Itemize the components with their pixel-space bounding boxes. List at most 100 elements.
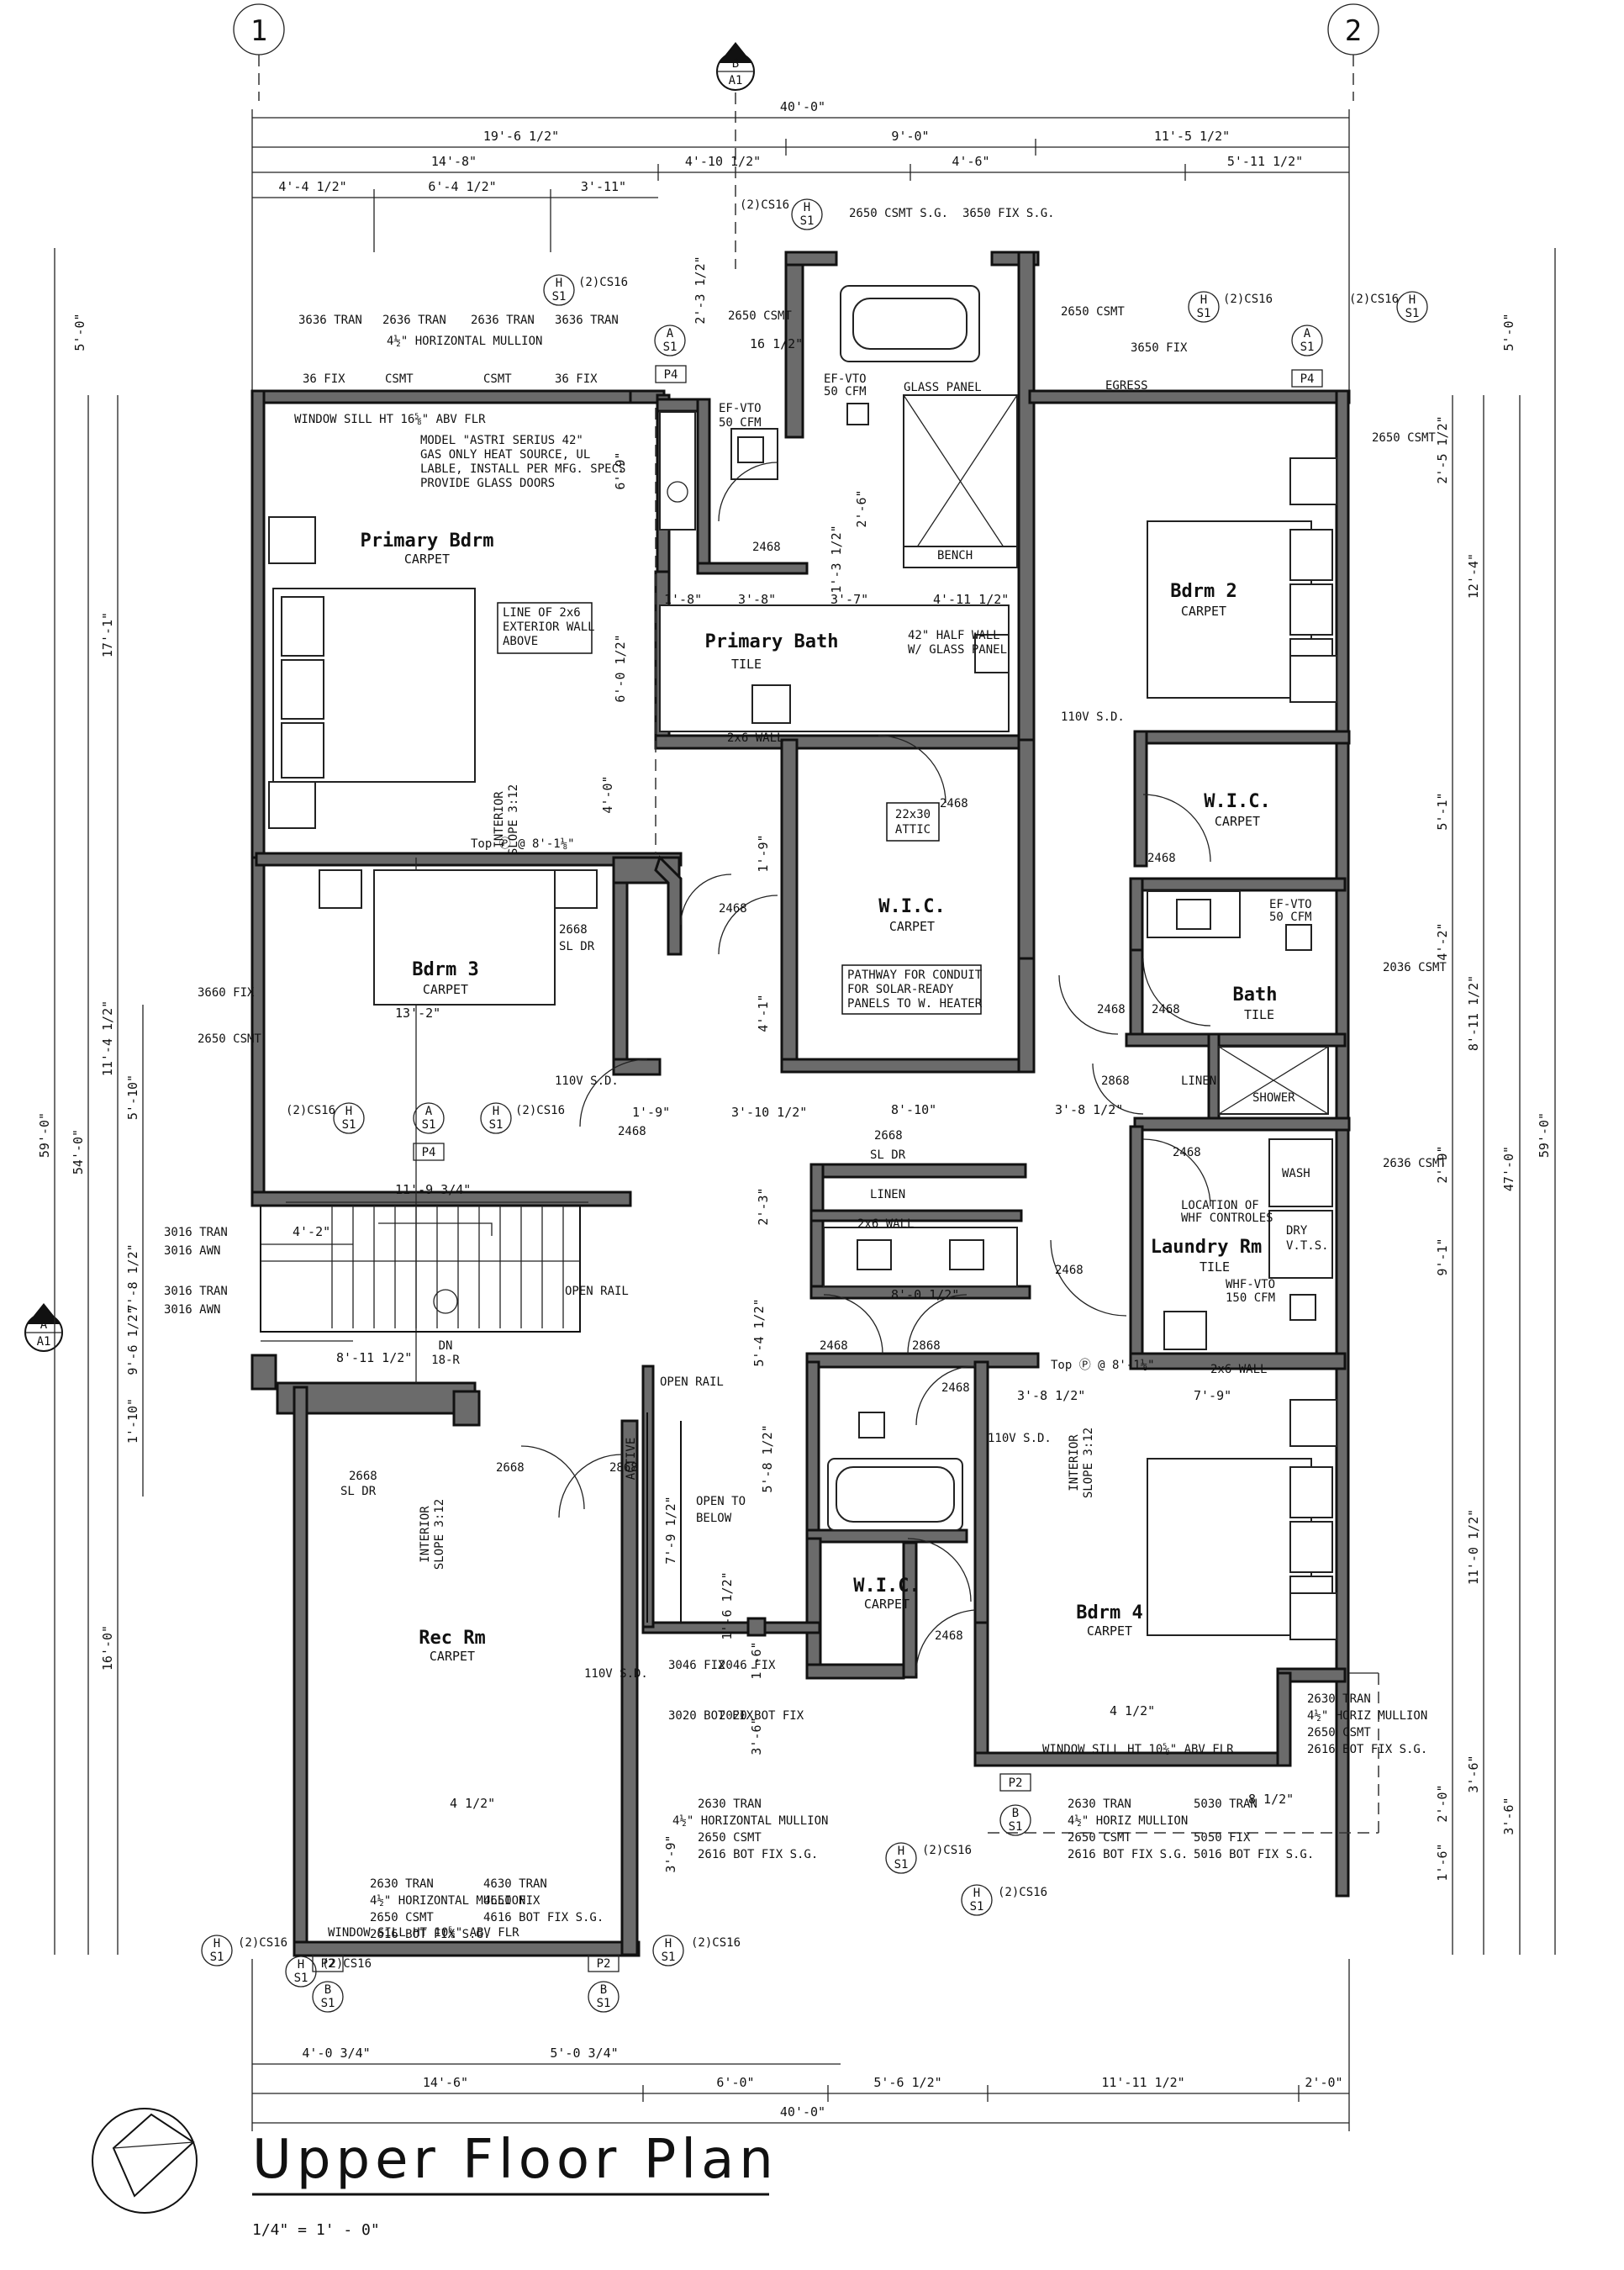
svg-text:8'-10": 8'-10" (891, 1102, 936, 1117)
section-marker-left: A A1 (24, 1303, 63, 1352)
svg-text:5'-4 1/2": 5'-4 1/2" (751, 1298, 767, 1366)
svg-text:5050 FIX: 5050 FIX (1194, 1831, 1251, 1845)
svg-text:OPEN RAIL: OPEN RAIL (565, 1285, 629, 1298)
svg-text:S1: S1 (662, 1951, 676, 1964)
svg-text:S1: S1 (552, 290, 567, 304)
svg-text:2668: 2668 (559, 923, 588, 937)
svg-text:17'-1": 17'-1" (100, 612, 115, 657)
svg-text:2636 CSMT: 2636 CSMT (1383, 1157, 1447, 1170)
svg-text:SLOPE 3:12: SLOPE 3:12 (507, 784, 520, 855)
svg-text:WINDOW SILL HT 16⅝" ABV FLR: WINDOW SILL HT 16⅝" ABV FLR (294, 413, 486, 426)
svg-text:2'-0": 2'-0" (1435, 1784, 1450, 1822)
svg-text:Laundry Rm: Laundry Rm (1151, 1237, 1262, 1258)
svg-text:S1: S1 (1197, 307, 1211, 320)
svg-text:2'-5 1/2": 2'-5 1/2" (1435, 415, 1450, 483)
svg-text:CARPET: CARPET (889, 919, 935, 934)
svg-text:6'-4 1/2": 6'-4 1/2" (428, 179, 496, 194)
svg-text:2650 CSMT: 2650 CSMT (698, 1831, 762, 1845)
svg-text:2650 CSMT: 2650 CSMT (370, 1911, 434, 1924)
svg-text:36 FIX: 36 FIX (303, 372, 345, 386)
svg-text:3'-6": 3'-6" (1466, 1755, 1481, 1792)
svg-text:2'-6": 2'-6" (854, 489, 869, 527)
svg-text:2616 BOT FIX S.G.: 2616 BOT FIX S.G. (1307, 1743, 1427, 1756)
svg-text:11'-9 3/4": 11'-9 3/4" (395, 1182, 471, 1197)
svg-text:4½" HORIZONTAL MULLION: 4½" HORIZONTAL MULLION (672, 1814, 828, 1828)
svg-text:1'-9": 1'-9" (756, 834, 771, 872)
svg-text:5'-1": 5'-1" (1435, 792, 1450, 830)
svg-text:6'-9": 6'-9" (613, 451, 628, 489)
room-primary-bdrm: Primary Bdrm CARPET (361, 531, 494, 567)
svg-text:S1: S1 (663, 340, 678, 354)
room-rec-rm: Rec Rm CARPET (419, 1628, 485, 1664)
svg-text:59'-0": 59'-0" (1537, 1112, 1552, 1158)
svg-text:2468: 2468 (752, 541, 781, 554)
svg-text:150 CFM: 150 CFM (1226, 1291, 1275, 1305)
svg-text:SL DR: SL DR (340, 1485, 377, 1498)
svg-text:B: B (1012, 1807, 1019, 1820)
svg-text:2650 CSMT: 2650 CSMT (1068, 1831, 1131, 1845)
svg-text:13'-2": 13'-2" (395, 1006, 440, 1021)
svg-text:1'-6": 1'-6" (749, 1641, 764, 1679)
svg-text:3636 TRAN: 3636 TRAN (298, 314, 362, 327)
svg-text:2046 FIX: 2046 FIX (719, 1659, 776, 1672)
svg-text:50 CFM: 50 CFM (1269, 911, 1312, 924)
svg-text:Primary Bath: Primary Bath (705, 631, 839, 652)
svg-text:2020 BOT FIX: 2020 BOT FIX (719, 1709, 804, 1723)
svg-text:3636 TRAN: 3636 TRAN (555, 314, 619, 327)
svg-text:INTERIOR: INTERIOR (493, 791, 506, 848)
svg-text:CSMT: CSMT (385, 372, 414, 386)
svg-text:2650 CSMT: 2650 CSMT (1061, 305, 1125, 319)
svg-text:WINDOW SILL HT 10⅝" ABV FLR: WINDOW SILL HT 10⅝" ABV FLR (1042, 1743, 1234, 1756)
notes: WINDOW SILL HT 16⅝" ABV FLR MODEL "ASTRI… (294, 372, 1329, 1940)
room-wic-right: W.I.C. CARPET (1204, 791, 1270, 829)
svg-text:14'-6": 14'-6" (423, 2075, 468, 2090)
svg-text:2630 TRAN: 2630 TRAN (1307, 1692, 1371, 1706)
svg-text:4'-0 3/4": 4'-0 3/4" (302, 2046, 370, 2061)
dimensions-top: 40'-0" 19'-6 1/2" 9'-0" 11'-5 1/2" 14'-8… (251, 99, 1350, 395)
dimensions-bottom: 4'-0 3/4" 5'-0 3/4" 14'-6" 6'-0" 5'-6 1/… (251, 1959, 1350, 2131)
svg-text:2468: 2468 (1097, 1003, 1126, 1016)
svg-text:W.I.C.: W.I.C. (1204, 791, 1270, 812)
grid-line-2: 2 (1327, 3, 1379, 101)
svg-text:2630 TRAN: 2630 TRAN (1068, 1798, 1131, 1811)
svg-text:2468: 2468 (1147, 852, 1176, 865)
svg-text:2468: 2468 (940, 797, 968, 810)
svg-text:2668: 2668 (496, 1461, 525, 1475)
svg-text:(2)CS16: (2)CS16 (998, 1886, 1047, 1899)
svg-text:2x6 WALL: 2x6 WALL (1210, 1363, 1267, 1376)
grid-line-1: 1 (233, 3, 285, 101)
svg-text:47'-0": 47'-0" (1501, 1146, 1516, 1191)
svg-text:PROVIDE GLASS DOORS: PROVIDE GLASS DOORS (420, 477, 555, 490)
svg-text:WHF-VTO: WHF-VTO (1226, 1278, 1275, 1291)
svg-text:1'-6": 1'-6" (1435, 1843, 1450, 1881)
svg-text:4'-10 1/2": 4'-10 1/2" (685, 154, 761, 169)
dimensions-left: 59'-0" 54'-0" 17'-1" 11'-4 1/2" 16'-0" 5… (37, 248, 144, 1955)
svg-text:3'-6": 3'-6" (1501, 1797, 1516, 1834)
svg-text:3016 AWN: 3016 AWN (164, 1244, 220, 1258)
svg-text:W/ GLASS PANEL: W/ GLASS PANEL (908, 643, 1007, 657)
svg-text:(2)CS16: (2)CS16 (1223, 293, 1273, 306)
svg-text:(2)CS16: (2)CS16 (922, 1844, 972, 1857)
north-arrow (92, 2108, 198, 2214)
svg-text:EF-VTO: EF-VTO (824, 372, 867, 386)
svg-text:H: H (1409, 293, 1416, 307)
svg-text:3'-6": 3'-6" (749, 1717, 764, 1755)
section-marker-top: B A1 (716, 42, 755, 269)
svg-text:5016 BOT FIX S.G.: 5016 BOT FIX S.G. (1194, 1848, 1314, 1861)
svg-text:BELOW: BELOW (696, 1512, 732, 1525)
svg-text:4½" HORIZONTAL MULLION: 4½" HORIZONTAL MULLION (387, 335, 542, 348)
svg-text:Top Ⓟ @ 8'-1⅛": Top Ⓟ @ 8'-1⅛" (1051, 1359, 1155, 1372)
svg-text:H: H (298, 1958, 304, 1972)
svg-text:INTERIOR: INTERIOR (1068, 1434, 1081, 1491)
svg-text:110V S.D.: 110V S.D. (988, 1432, 1052, 1445)
svg-text:8 1/2": 8 1/2" (1248, 1792, 1294, 1807)
svg-text:INTERIOR: INTERIOR (419, 1506, 432, 1563)
svg-text:P2: P2 (1009, 1776, 1023, 1790)
svg-text:4650 FIX: 4650 FIX (483, 1894, 540, 1908)
svg-text:3016 AWN: 3016 AWN (164, 1303, 220, 1317)
svg-text:5'-0": 5'-0" (1501, 313, 1516, 351)
walls (250, 251, 1351, 1957)
svg-text:SLOPE 3:12: SLOPE 3:12 (433, 1499, 446, 1570)
svg-text:Rec Rm: Rec Rm (419, 1628, 485, 1649)
